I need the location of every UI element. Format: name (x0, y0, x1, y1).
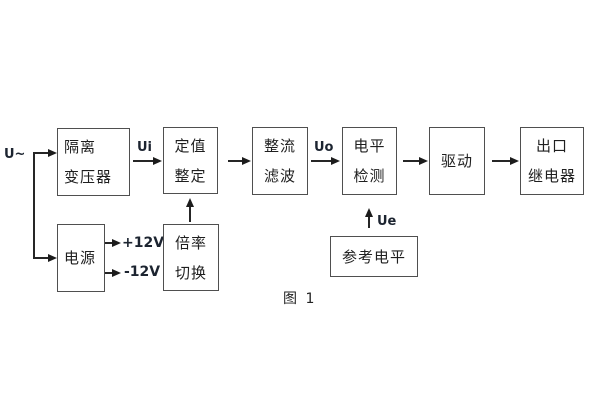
signal-uo-label: Uo (314, 140, 334, 155)
signal-ui-label: Ui (137, 140, 153, 155)
power-pos12v-line (105, 242, 113, 244)
block-reference-level: 参考电平 (330, 236, 418, 277)
arrow-right-icon (153, 157, 162, 165)
block-label: 电源 (64, 249, 97, 267)
block-setting: 定值 整定 (163, 127, 218, 194)
block-power-supply: 电源 (57, 224, 105, 292)
rectifier-to-level-line (311, 160, 332, 162)
block-label: 整定 (174, 166, 207, 185)
arrow-up-icon (186, 198, 194, 207)
block-label: 定值 (174, 136, 207, 155)
reference-to-level-line (368, 214, 370, 228)
setting-to-rectifier-line (228, 160, 243, 162)
block-isolation-transformer: 隔离 变压器 (57, 128, 130, 196)
ratio-to-setting-line (189, 205, 191, 222)
drive-to-relay-line (492, 160, 511, 162)
arrow-right-icon (48, 149, 57, 157)
block-label: 出口 (535, 137, 568, 155)
input-voltage-label: U~ (4, 147, 26, 162)
block-label: 检测 (353, 167, 386, 185)
block-label: 倍率 (174, 233, 207, 252)
block-label: 切换 (174, 263, 207, 282)
figure-caption: 图 1 (283, 291, 317, 307)
transformer-to-setting-line (133, 160, 154, 162)
arrow-right-icon (112, 269, 121, 277)
block-label: 整流 (263, 137, 296, 155)
pos12v-label: +12V (122, 235, 165, 251)
arrow-right-icon (331, 157, 340, 165)
block-label: 驱动 (440, 152, 473, 170)
input-branch-vertical-line (33, 152, 35, 258)
block-output-relay: 出口 继电器 (520, 127, 584, 195)
input-to-transformer-line (33, 152, 49, 154)
arrow-right-icon (510, 157, 519, 165)
block-level-detection: 电平 检测 (342, 127, 397, 195)
arrow-right-icon (242, 157, 251, 165)
block-label: 继电器 (527, 167, 576, 185)
block-ratio-switch: 倍率 切换 (163, 224, 219, 291)
neg12v-label: -12V (124, 264, 161, 280)
block-rectifier-filter: 整流 滤波 (252, 127, 308, 195)
block-label: 电平 (353, 137, 386, 155)
input-to-power-line (33, 257, 49, 259)
signal-ue-label: Ue (377, 214, 397, 229)
arrow-up-icon (365, 208, 373, 217)
arrow-right-icon (419, 157, 428, 165)
block-drive: 驱动 (429, 127, 485, 195)
level-to-drive-line (403, 160, 420, 162)
block-label: 滤波 (263, 167, 296, 185)
block-label: 参考电平 (341, 247, 406, 266)
arrow-right-icon (48, 254, 57, 262)
power-neg12v-line (105, 272, 113, 274)
block-label: 隔离 (64, 138, 97, 156)
arrow-right-icon (112, 239, 121, 247)
block-label: 变压器 (64, 168, 113, 186)
